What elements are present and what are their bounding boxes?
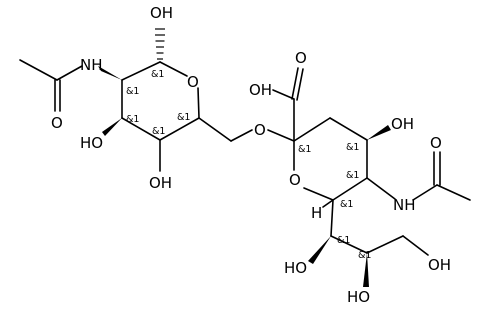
acetyl-left-bonds [19,59,83,112]
label-ho-c7: HO [284,259,307,277]
wedge-s-c8-ho [363,253,369,287]
wedge-s-c4-oh [367,125,391,140]
label-oh-c9: OH [428,256,451,274]
label-o-carbonyl-cooh: O [295,49,307,67]
label-o-ring-right: O [289,171,301,189]
label-o-linker: O [254,121,266,139]
stereo-s-c5: &1 [346,170,359,181]
stereo-c4: &1 [152,126,165,137]
label-o-acetyl-left: O [51,114,63,132]
stereo-c3: &1 [126,114,139,125]
label-oh-anomeric: OH [150,4,173,22]
wedge-c3-ho [102,118,122,136]
label-ho-c3: HO [80,134,103,152]
stereo-s-c8: &1 [358,250,371,261]
right-ring-bonds [230,67,471,256]
label-o-ring-left: O [187,73,199,91]
label-oh-s-c4: OH [391,115,414,133]
label-cooh: OH [249,81,272,99]
wedge-s-c7-ho [308,236,331,264]
label-h-c6: H [311,204,322,222]
label-nh-left: NH [80,56,103,74]
stereo-s-c2: &1 [298,144,311,155]
bond-c6-h [322,199,334,208]
stereo-c1: &1 [151,69,164,80]
label-ho-c8: HO [347,288,370,306]
stereo-s-c4: &1 [346,142,359,153]
wedge-c2-nh [98,66,122,80]
stereo-c5: &1 [177,112,190,123]
left-ring-bonds [121,61,232,172]
stereo-c2: &1 [126,86,139,97]
stereo-s-c7: &1 [337,235,350,246]
stereo-s-c6: &1 [340,199,353,210]
label-oh-c4: OH [149,174,172,192]
hash-c1-oh [155,28,165,60]
label-nh-right: NH [393,196,416,214]
label-o-acetyl-right: O [430,134,442,152]
